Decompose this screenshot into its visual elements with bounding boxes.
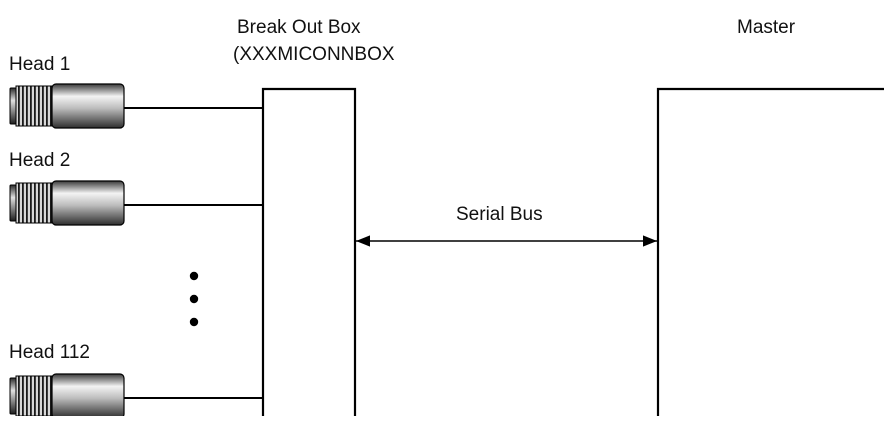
vertical-ellipsis-icon xyxy=(190,272,198,326)
master-box xyxy=(658,89,884,416)
serial-bus-label: Serial Bus xyxy=(456,204,543,225)
sensor-head-icon xyxy=(10,181,124,225)
sensor-head-icon xyxy=(10,374,124,416)
head-label: Head 112 xyxy=(9,342,90,363)
head-label: Head 1 xyxy=(9,54,70,75)
sensor-head-icon xyxy=(10,84,124,128)
head-label: Head 2 xyxy=(9,150,70,171)
master-label: Master xyxy=(737,17,796,38)
breakout-box xyxy=(263,89,355,416)
box-title-line2: (XXXMICONNBOX xyxy=(233,44,395,65)
box-title-line1: Break Out Box xyxy=(237,17,361,38)
